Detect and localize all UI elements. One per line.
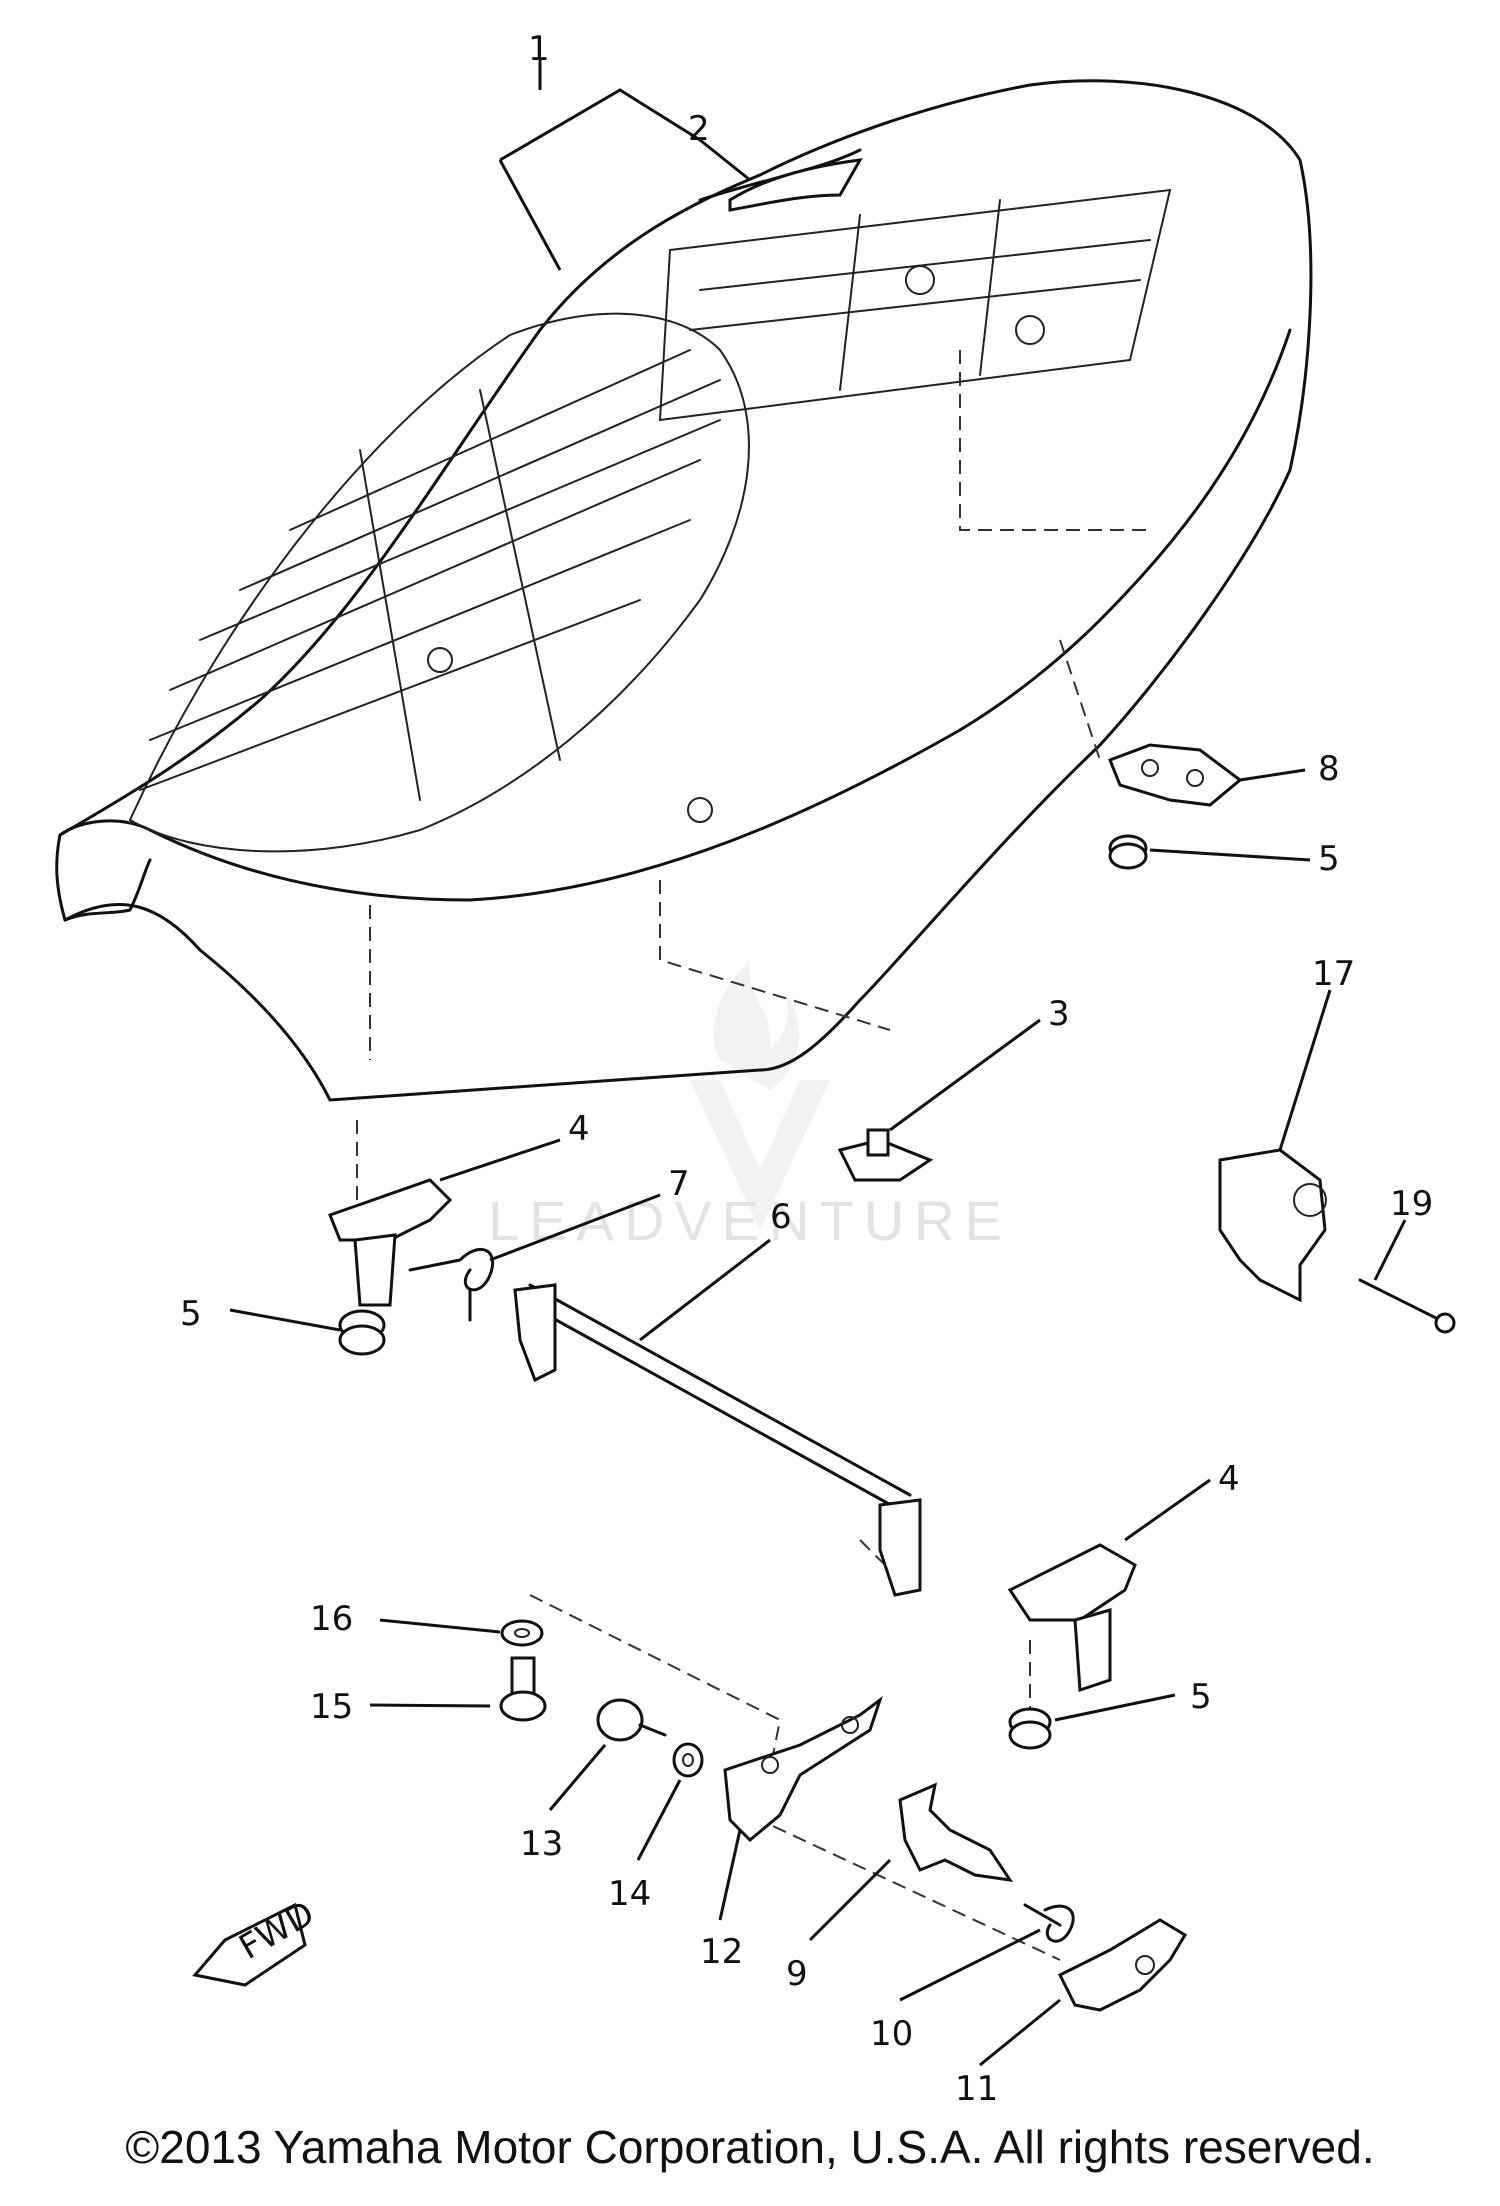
watermark-logo	[690, 960, 830, 1230]
part-14-washer	[672, 1742, 704, 1778]
callout-17: 17	[1312, 954, 1355, 994]
fwd-arrow-icon: FWD	[192, 1893, 321, 1987]
callout-10: 10	[870, 2014, 913, 2054]
part-9-hook	[898, 1782, 1014, 1882]
callout-1: 1	[528, 29, 550, 69]
part-6-rod	[513, 1283, 922, 1597]
part-5-grommet-right	[1008, 1707, 1052, 1750]
callout-12: 12	[700, 1932, 743, 1972]
callout-16: 16	[310, 1599, 353, 1639]
callout-7: 7	[668, 1164, 690, 1204]
part-3-nut-plate	[837, 1128, 934, 1182]
part-8-plate	[1108, 743, 1243, 807]
callout-8: 8	[1318, 749, 1340, 789]
callout-11: 11	[955, 2069, 998, 2109]
copyright-notice: ©2013 Yamaha Motor Corporation, U.S.A. A…	[125, 2121, 1375, 2173]
part-5-grommet-left	[338, 1309, 386, 1356]
part-16-washer	[500, 1619, 544, 1647]
callout-4-right: 4	[1218, 1459, 1240, 1499]
part-7-spring	[408, 1247, 495, 1322]
callout-9: 9	[786, 1954, 808, 1994]
callout-19: 19	[1390, 1184, 1433, 1224]
part-10-spring	[1023, 1903, 1075, 1943]
leader-lines	[229, 60, 1407, 2067]
callout-5-left: 5	[180, 1294, 202, 1334]
part-11-plate	[1057, 1918, 1188, 2012]
callout-13: 13	[520, 1824, 563, 1864]
seat-assembly	[55, 79, 1313, 1102]
part-4-bracket-left	[328, 1178, 453, 1307]
part-13-nut	[596, 1698, 667, 1742]
callout-14: 14	[608, 1874, 651, 1914]
part-5-grommet-upper	[1108, 834, 1148, 870]
callout-6: 6	[770, 1197, 792, 1237]
seat-cover-tab	[728, 158, 863, 212]
part-15-bolt	[499, 1656, 547, 1722]
callout-15: 15	[310, 1687, 353, 1727]
callout-2: 2	[688, 109, 710, 149]
watermark-text: LEADVENTURE	[488, 1189, 1012, 1252]
part-19-pin	[1358, 1278, 1456, 1334]
part-12-lock-bracket	[723, 1695, 883, 1843]
callout-5-right: 5	[1190, 1677, 1212, 1717]
callout-5-upper: 5	[1318, 839, 1340, 879]
part-17-seat-lock	[1218, 1148, 1327, 1303]
part-4-bracket-right	[1007, 1543, 1137, 1693]
callout-3: 3	[1048, 994, 1070, 1034]
callout-4-left: 4	[568, 1109, 590, 1149]
